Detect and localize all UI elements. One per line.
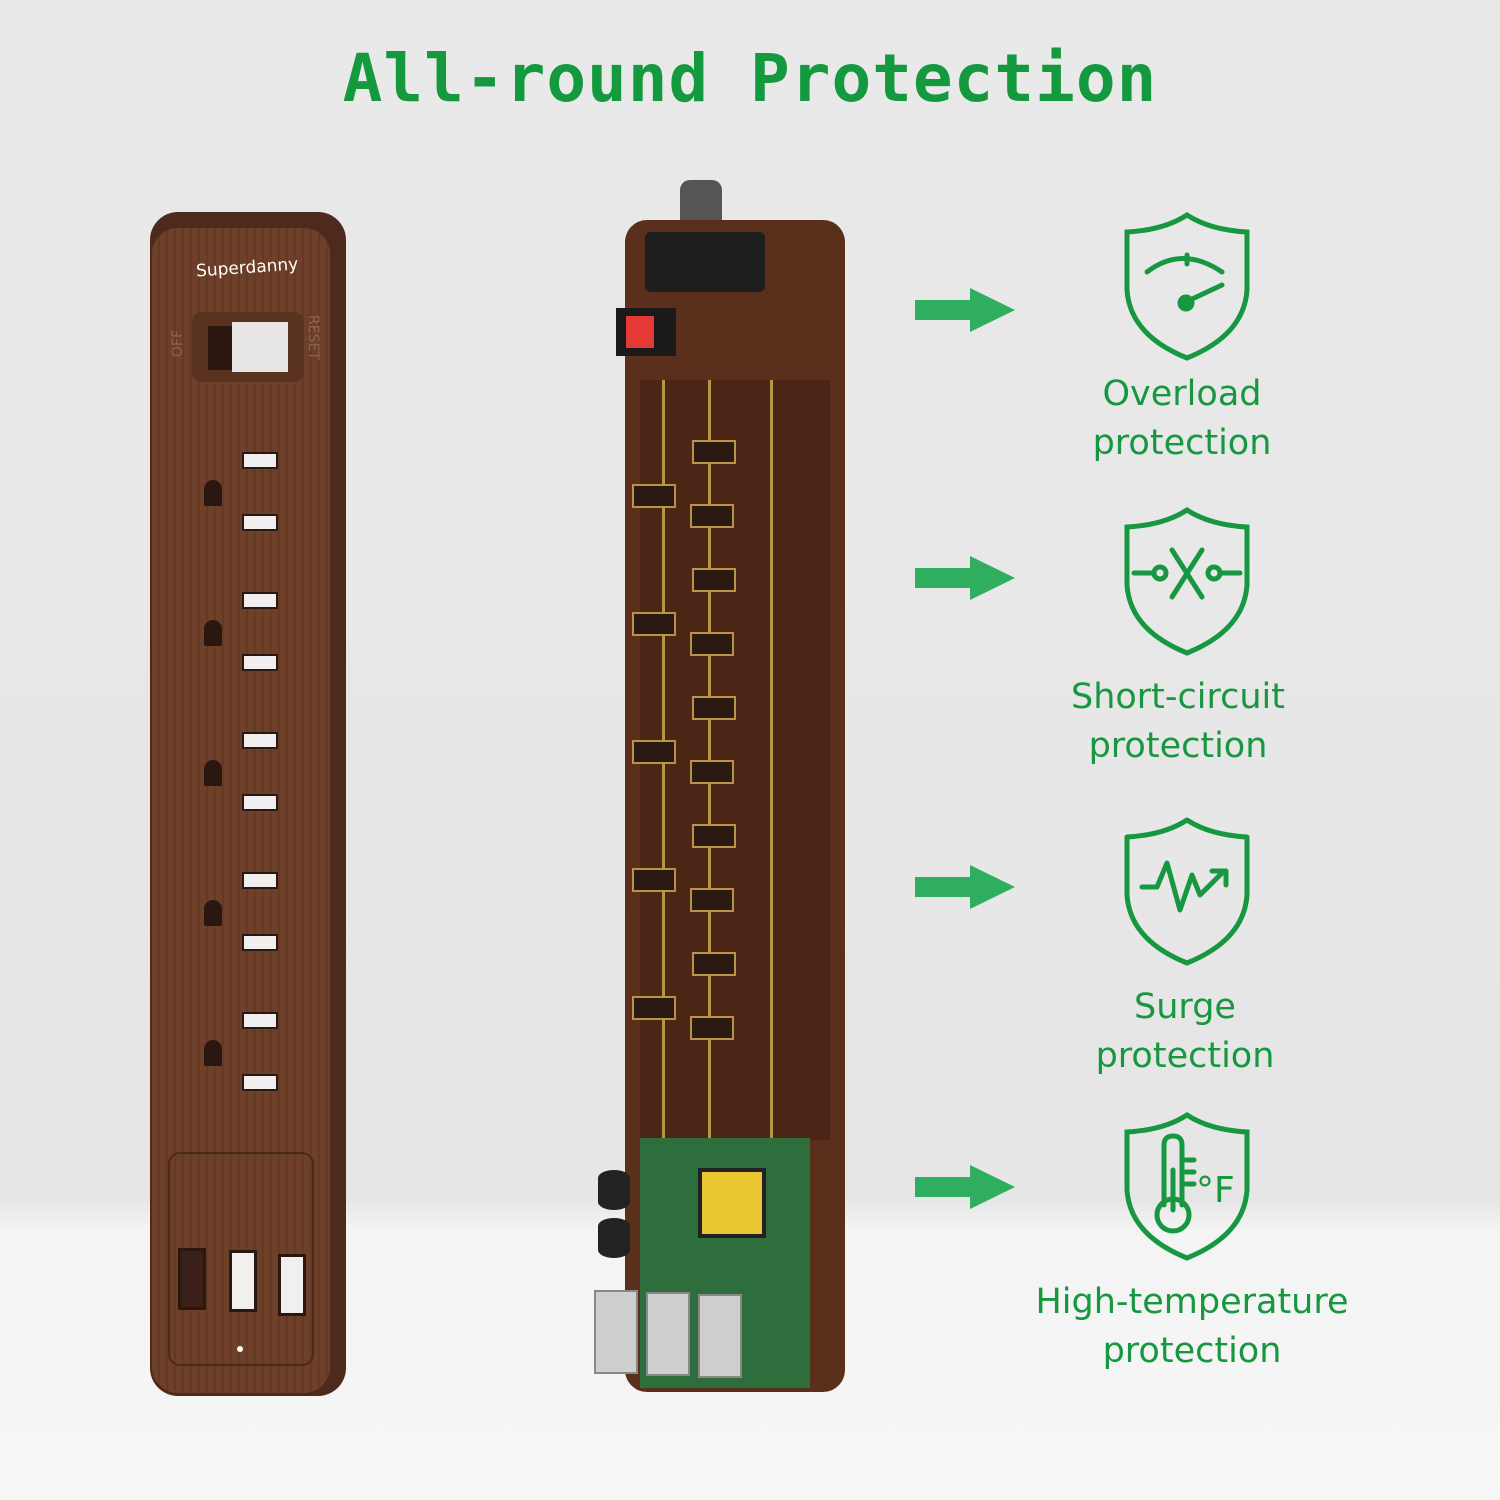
thermometer-shield-icon xyxy=(1124,1112,1250,1261)
off-label: OFF xyxy=(170,330,186,358)
gauge-shield-icon xyxy=(1124,212,1250,361)
indicator-led xyxy=(237,1346,243,1352)
contact-clip xyxy=(690,888,734,912)
contact-clip xyxy=(692,696,736,720)
outlet-ground-hole xyxy=(204,1040,222,1066)
power-switch xyxy=(208,326,232,370)
outlet-ground-hole xyxy=(204,480,222,506)
outlet-slot xyxy=(242,1012,278,1029)
usb-module xyxy=(646,1292,690,1376)
outlet-ground-hole xyxy=(204,760,222,786)
transformer xyxy=(698,1168,766,1238)
usb-port xyxy=(278,1254,306,1316)
page-title: All-round Protection xyxy=(342,40,1158,117)
surge-shield-icon xyxy=(1124,817,1250,966)
outlet-slot xyxy=(242,592,278,609)
usb-port xyxy=(178,1248,206,1310)
rocker-switch xyxy=(616,308,676,356)
arrow-right-icon xyxy=(915,1165,1015,1209)
contact-clip xyxy=(632,612,676,636)
capacitor xyxy=(598,1218,630,1258)
outlet-ground-hole xyxy=(204,900,222,926)
circuit-shield-icon xyxy=(1124,507,1250,656)
usb-module xyxy=(698,1294,742,1378)
arrow-right-icon xyxy=(915,556,1015,600)
outlet-slot xyxy=(242,732,278,749)
usb-port xyxy=(229,1250,257,1312)
outlet-slot xyxy=(242,1074,278,1091)
contact-clip xyxy=(690,504,734,528)
contact-clip xyxy=(692,440,736,464)
outlet-slot xyxy=(242,452,278,469)
contact-clip xyxy=(692,824,736,848)
outlet-slot xyxy=(242,794,278,811)
contact-clip xyxy=(692,568,736,592)
usb-module xyxy=(594,1290,638,1374)
contact-clip xyxy=(692,952,736,976)
outlet-slot xyxy=(242,654,278,671)
contact-clip xyxy=(690,760,734,784)
contact-clip xyxy=(632,740,676,764)
outlet-slot xyxy=(242,934,278,951)
outlet-ground-hole xyxy=(204,620,222,646)
arrow-right-icon xyxy=(915,288,1015,332)
contact-clip xyxy=(690,632,734,656)
reset-label: RESET xyxy=(305,315,321,360)
fahrenheit-unit: °F xyxy=(1196,1170,1235,1211)
capacitor xyxy=(598,1170,630,1210)
contact-clip xyxy=(690,1016,734,1040)
arrow-right-icon xyxy=(915,865,1015,909)
outlet-slot xyxy=(242,514,278,531)
contact-clip xyxy=(632,484,676,508)
outlet-slot xyxy=(242,872,278,889)
contact-clip xyxy=(632,868,676,892)
contact-clip xyxy=(632,996,676,1020)
